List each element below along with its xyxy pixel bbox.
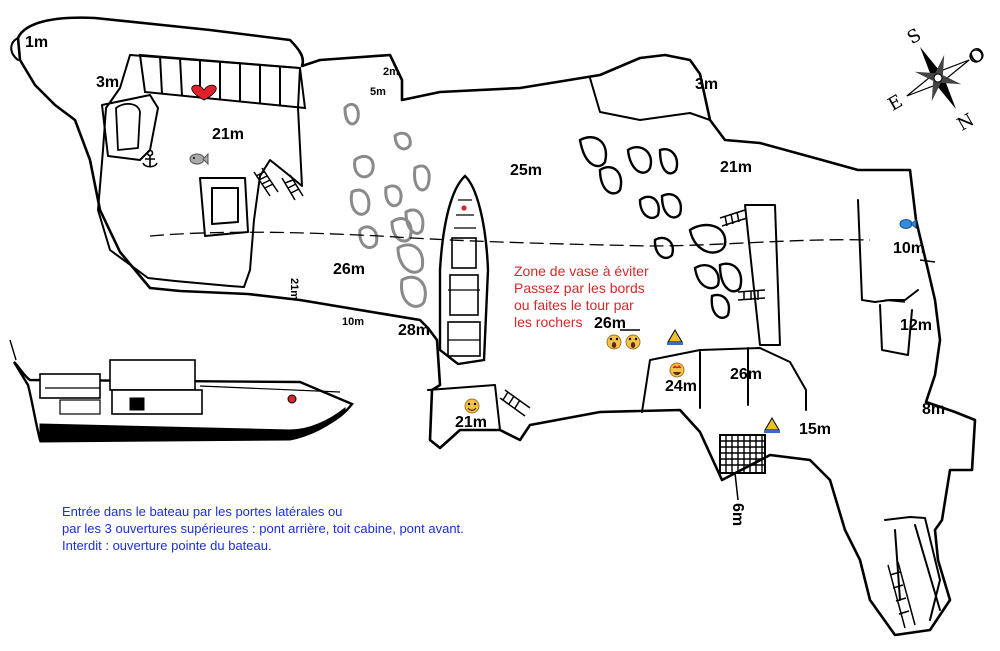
warning-icon [667, 329, 683, 345]
depth-label: 24m [665, 378, 698, 395]
fish-icon [189, 152, 209, 166]
black-rocks [578, 136, 743, 319]
mud-zone-line: ou faites le tour par [514, 297, 634, 313]
compass-s-label: S [904, 25, 925, 49]
depth-label: 26m [333, 261, 366, 278]
net-grid [719, 434, 766, 501]
mud-zone-line: les rochers [514, 314, 583, 330]
entry-note-line: par les 3 ouvertures supérieures : pont … [62, 521, 464, 536]
compass-e-label: E [885, 91, 907, 116]
compass-w-label: O [966, 43, 989, 69]
depth-label: 25m [510, 162, 543, 179]
entry-note-line: Entrée dans le bateau par les portes lat… [62, 504, 343, 519]
depth-label: 21m [288, 278, 300, 301]
entry-note-line: Interdit : ouverture pointe du bateau. [62, 538, 272, 553]
wreck-entry-note: Entrée dans le bateau par les portes lat… [62, 503, 464, 554]
depth-label: 15m [799, 421, 832, 438]
heart-icon [191, 84, 217, 101]
depth-label: 5m [370, 86, 386, 98]
depth-label: 8m [922, 401, 946, 418]
site-outline [10, 16, 977, 637]
depth-label: 21m [720, 159, 753, 176]
misc-outlines [620, 259, 936, 331]
wreck-top-view [438, 174, 490, 366]
mud-zone-note: Zone de vase à éviter Passez par les bor… [514, 263, 649, 331]
depth-label: 10m [893, 240, 926, 257]
anchor-icon [142, 149, 158, 168]
ladders [253, 167, 916, 629]
mud-zone-line: Zone de vase à éviter [514, 263, 649, 279]
step-strip [138, 53, 307, 110]
depth-label: 26m [594, 315, 627, 332]
face-emoji-icon [606, 334, 622, 350]
rocks [343, 102, 431, 308]
face-emoji-icon [625, 334, 641, 350]
compass-n-label: N [954, 109, 978, 135]
depth-label: 21m [212, 126, 245, 143]
depth-label: 21m [455, 414, 488, 431]
depth-label: 6m [729, 503, 746, 527]
fish-icon [899, 218, 917, 230]
depth-label: 1m [25, 34, 49, 51]
depth-label: 3m [695, 76, 719, 93]
warning-icon [764, 417, 780, 433]
mud-zone-line: Passez par les bords [514, 280, 645, 296]
wreck-side-view [9, 339, 354, 443]
face-emoji-icon [464, 398, 480, 414]
face-emoji-icon [669, 362, 685, 378]
depth-label: 10m [342, 316, 365, 328]
depth-label: 3m [96, 74, 120, 91]
depth-label: 12m [900, 317, 933, 334]
route-line [149, 231, 871, 247]
depth-label: 26m [730, 366, 763, 383]
depth-label: 2m [383, 66, 399, 78]
compass-rose: S N E O [885, 25, 990, 136]
depth-label: 28m [398, 322, 431, 339]
